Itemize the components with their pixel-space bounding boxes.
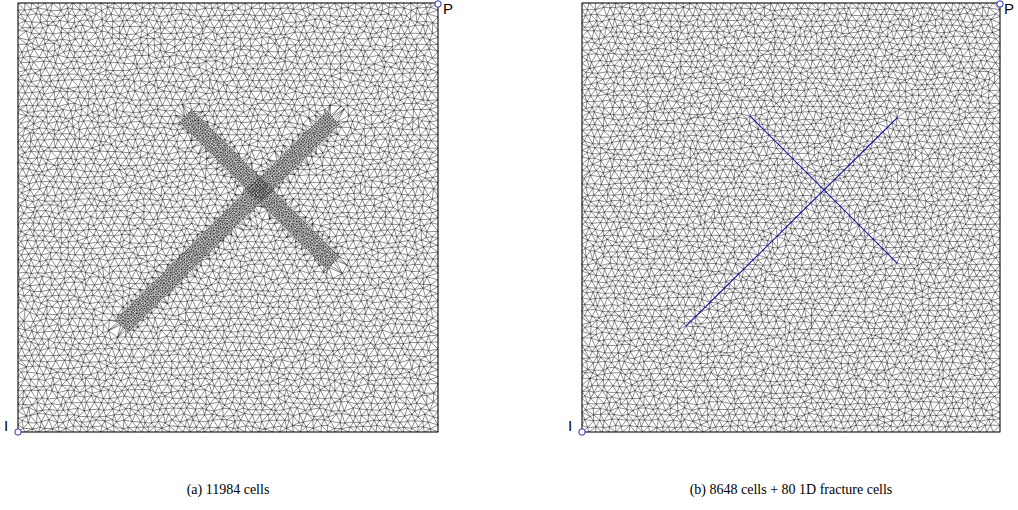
domain-border <box>582 3 1000 432</box>
well-marker <box>997 1 1003 7</box>
domain-border <box>18 3 438 432</box>
well-label: I <box>4 418 8 435</box>
well-label: I <box>568 418 572 435</box>
well-label: P <box>1004 1 1014 18</box>
well-marker <box>15 429 21 435</box>
subfigure-caption: (b) 8648 cells + 80 1D fracture cells <box>690 482 893 497</box>
subfigure-caption: (a) 11984 cells <box>187 482 270 497</box>
well-label: P <box>443 1 453 18</box>
mesh-b <box>582 3 1000 432</box>
mesh-a <box>18 3 438 432</box>
well-marker <box>579 429 585 435</box>
fracture-line <box>750 116 897 263</box>
well-marker <box>435 1 441 7</box>
fracture-line <box>686 118 897 326</box>
